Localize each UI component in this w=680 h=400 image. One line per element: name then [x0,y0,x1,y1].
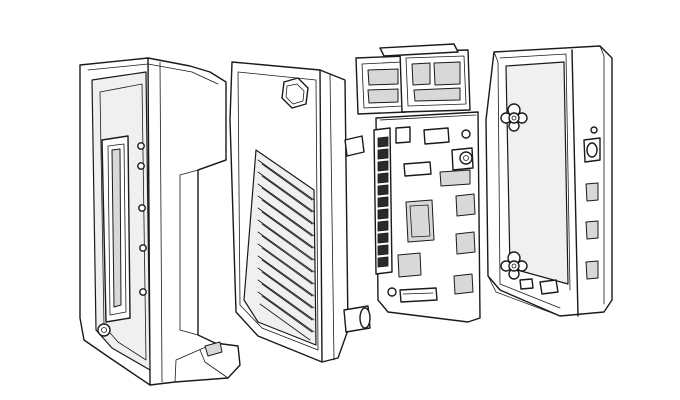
usb-ethernet-ports [355,43,471,115]
raspberry-pi-board [355,43,481,323]
outer-case-shell-front [79,57,241,386]
heatsink-fins [257,159,315,341]
heatsink-lid [229,61,371,363]
screw-icon [97,323,111,337]
audio-jack-icon [459,151,473,165]
gpio-header [373,127,393,275]
base-case-shell [485,45,613,317]
standoffs [500,103,528,280]
port-opening-icon [586,142,598,158]
rail-pins [137,142,147,296]
cpu-chip [405,199,435,243]
